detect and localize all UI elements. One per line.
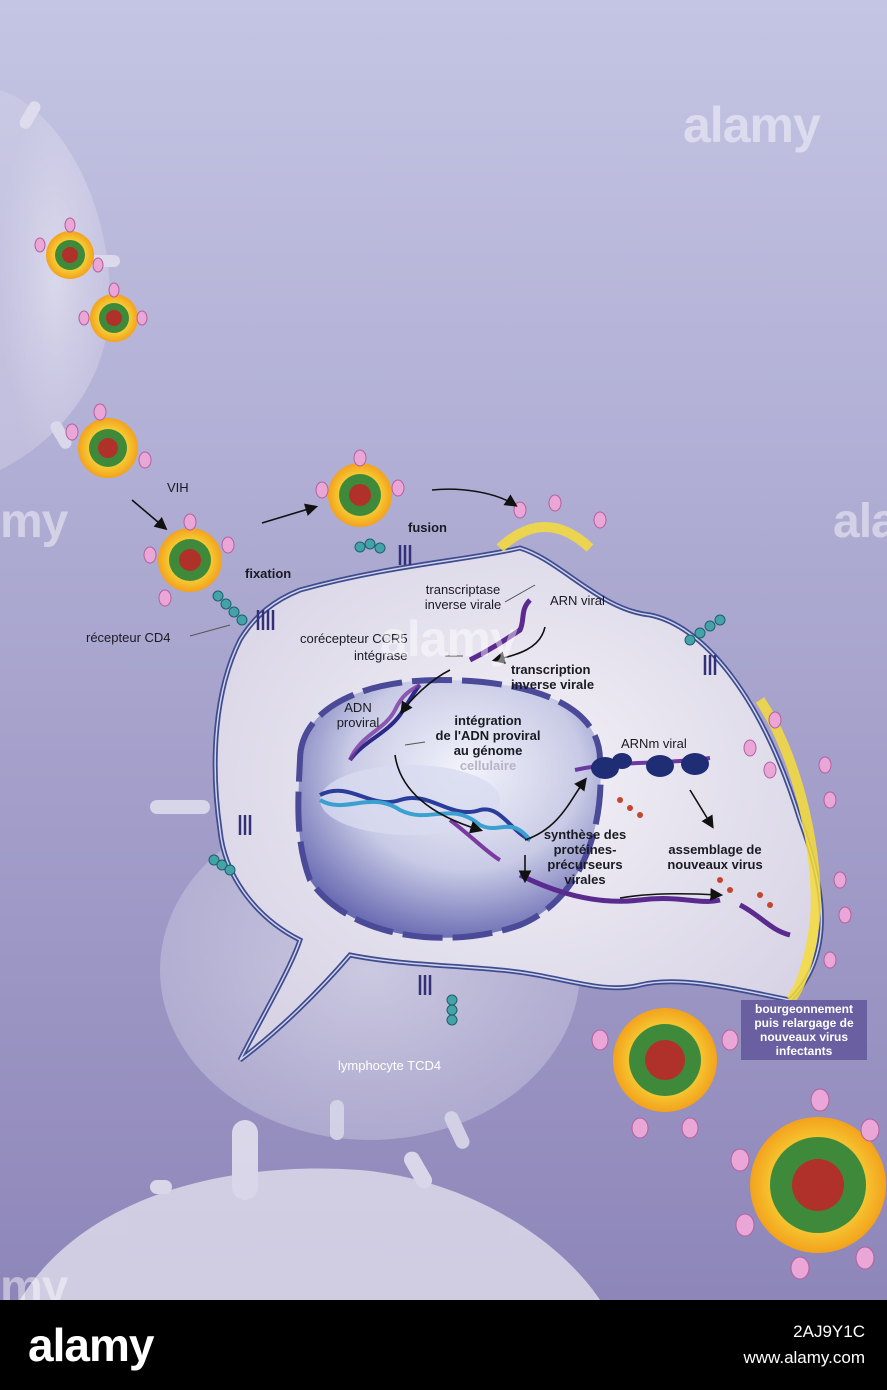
footer-url: www.alamy.com — [743, 1348, 865, 1367]
label-corecepteur-ccr5: corécepteur CCR5 — [300, 631, 408, 646]
label-synthese-line1: synthèse des — [543, 827, 627, 842]
label-recepteur-cd4: récepteur CD4 — [86, 630, 171, 645]
label-transcriptase: transcriptase inverse virale — [413, 582, 513, 612]
label-bourgeon-line2: puis relargage de — [754, 1016, 854, 1030]
label-assemblage-line1: assemblage de — [668, 842, 762, 857]
watermark-bottom-left: my — [0, 1261, 68, 1300]
label-integration-line1: intégration — [454, 713, 522, 728]
label-leader-lines — [189, 584, 536, 746]
watermark-top-right: alamy — [683, 97, 821, 153]
label-bourgeonnement: bourgeonnement puis relargage de nouveau… — [741, 1000, 867, 1060]
label-lymphocyte: lymphocyte TCD4 — [338, 1058, 442, 1073]
label-bourgeon-line3: nouveaux virus — [759, 1030, 849, 1044]
footer-image-id: 2AJ9Y1C — [793, 1322, 865, 1341]
label-integration-line3: au génome — [453, 743, 523, 758]
lifecycle-arrows — [131, 488, 724, 901]
viral-rna-strand — [468, 598, 791, 938]
label-transcription-line1: transcription — [511, 662, 591, 677]
label-integration-line2: de l'ADN proviral — [435, 728, 541, 743]
footer-logo: alamy — [28, 1319, 154, 1371]
mrna-ribosomes — [574, 753, 773, 908]
label-bourgeon-line4: infectants — [775, 1044, 833, 1058]
label-vih: VIH — [167, 480, 189, 495]
label-transcription: transcription inverse virale — [511, 662, 594, 692]
label-transcriptase-line2: inverse virale — [424, 597, 502, 612]
label-adn-line2: proviral — [336, 715, 380, 730]
label-synthese-line2: protéines- — [553, 842, 617, 857]
label-integrase: intégrase — [354, 648, 408, 663]
virus-fusion — [328, 463, 392, 527]
cellular-genome-helix — [318, 788, 532, 862]
label-arnm-viral: ARNm viral — [621, 736, 687, 751]
label-adn-line1: ADN — [344, 700, 372, 715]
ccr5-coreceptors — [238, 545, 717, 995]
label-transcription-line2: inverse virale — [511, 677, 595, 692]
label-fixation: fixation — [245, 566, 292, 581]
label-synthese-line4: virales — [564, 872, 606, 887]
label-bourgeon-line1: bourgeonnement — [755, 1002, 853, 1016]
label-synthese: synthèse des protéines- précurseurs vira… — [535, 827, 635, 887]
ghost-cell-bottom — [20, 1120, 600, 1300]
footer-bar — [0, 1300, 887, 1390]
watermark-right: ala — [833, 495, 887, 548]
envelope-spikes — [34, 217, 880, 1280]
virus-fixation — [158, 528, 222, 592]
label-transcriptase-line1: transcriptase — [425, 582, 501, 597]
label-integration: intégration de l'ADN proviral au génome … — [428, 713, 548, 773]
virus-released — [750, 1117, 886, 1253]
label-synthese-line3: précurseurs — [547, 857, 623, 872]
proviral-dna-helix — [348, 683, 422, 762]
label-fusion: fusion — [408, 520, 447, 535]
virus-particle-1 — [46, 231, 94, 279]
label-arn-viral: ARN viral — [550, 593, 605, 608]
label-integration-line4: cellulaire — [459, 758, 517, 773]
diagram-stage: VIH fixation fusion récepteur CD4 coréce… — [0, 0, 887, 1300]
hiv-lifecycle-illustration — [0, 0, 887, 1300]
virus-budding — [613, 1008, 717, 1112]
watermark-center: alamy — [380, 611, 518, 667]
virus-particle-3 — [78, 418, 138, 478]
label-assemblage-line2: nouveaux virus — [667, 857, 763, 872]
cd4-receptors — [208, 538, 726, 1026]
label-assemblage: assemblage de nouveaux virus — [656, 842, 774, 872]
virus-particle-2 — [90, 294, 138, 342]
label-adn-proviral: ADN proviral — [328, 700, 388, 730]
watermark-left: my — [0, 495, 68, 548]
